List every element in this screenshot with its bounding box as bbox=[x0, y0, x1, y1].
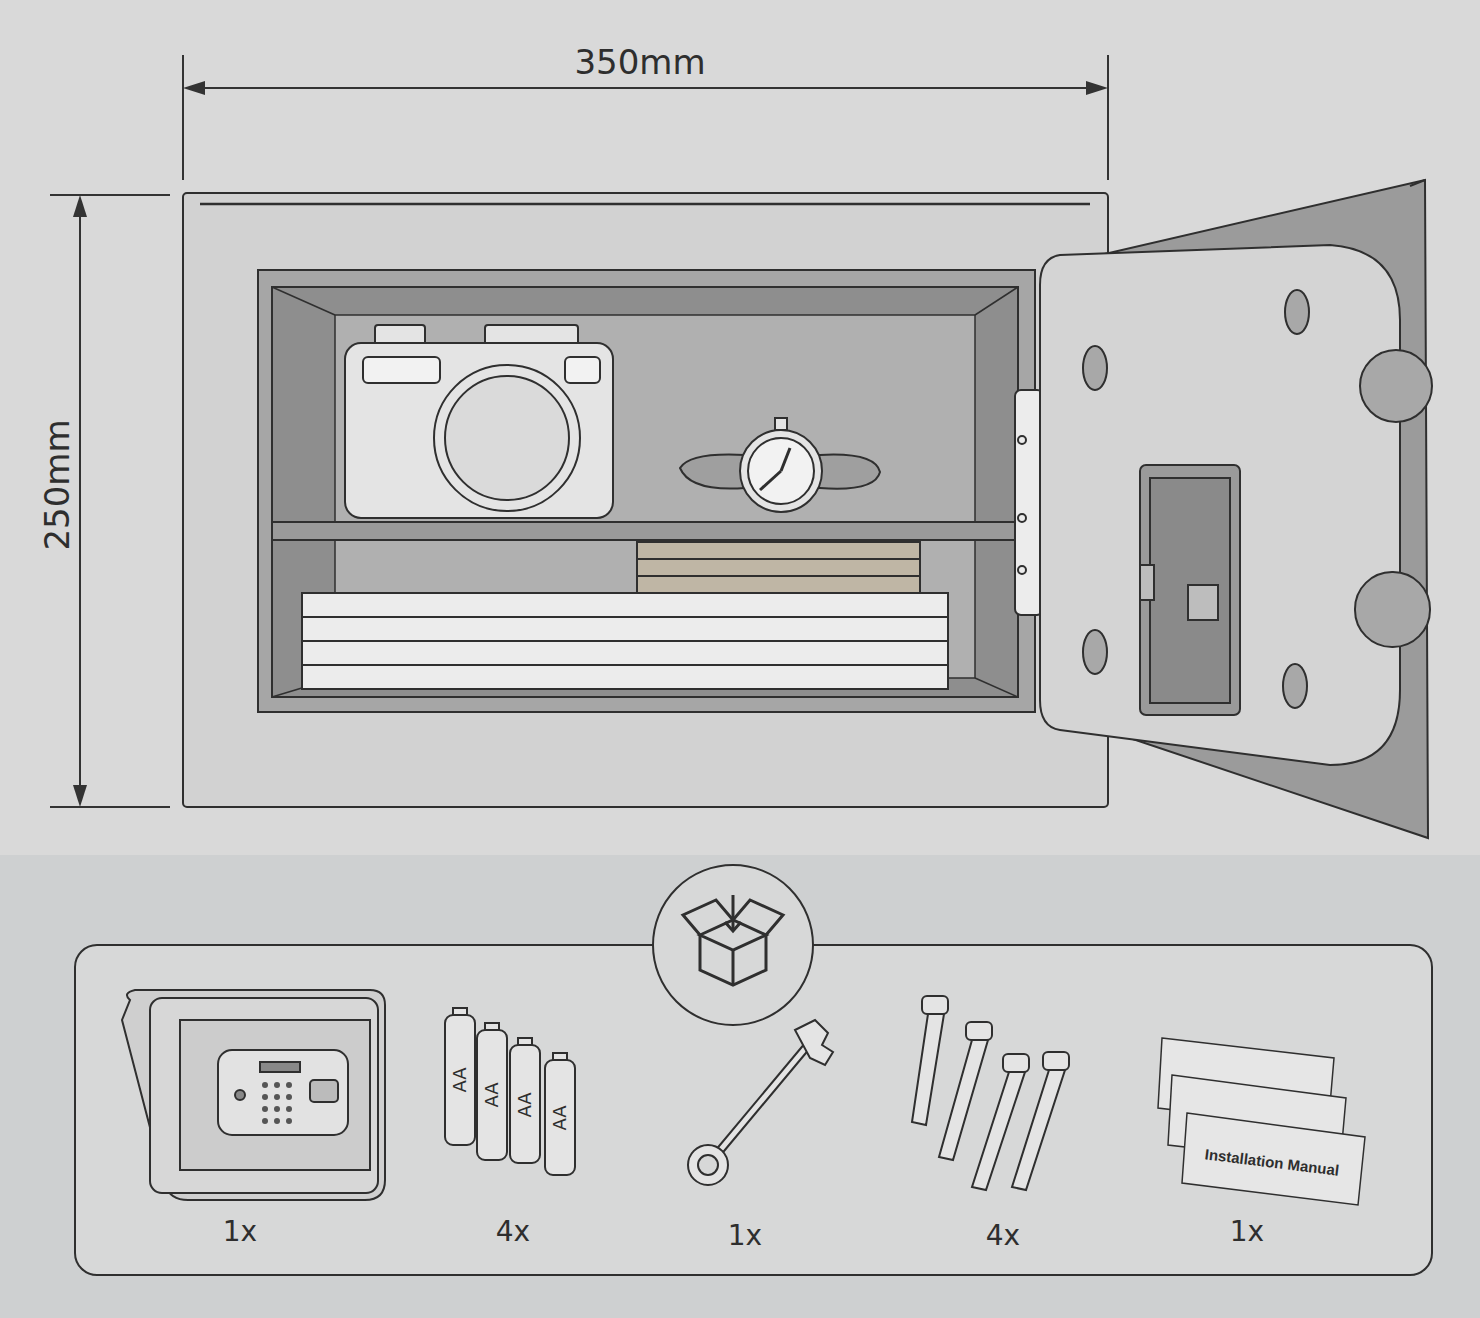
dimension-lines bbox=[50, 55, 1108, 807]
quantity-label: 4x bbox=[496, 1218, 530, 1246]
quantity-label: 4x bbox=[986, 1222, 1020, 1250]
width-dimension: 350mm bbox=[574, 45, 705, 79]
battery-label: AA bbox=[483, 1082, 501, 1107]
battery-label: AA bbox=[516, 1092, 534, 1117]
quantity-label: 1x bbox=[223, 1218, 257, 1246]
quantity-label: 1x bbox=[728, 1222, 762, 1250]
battery-label: AA bbox=[451, 1067, 469, 1092]
quantity-label: 1x bbox=[1230, 1218, 1264, 1246]
height-dimension: 250mm bbox=[40, 419, 74, 550]
safe-body bbox=[183, 193, 1108, 807]
battery-label: AA bbox=[551, 1105, 569, 1130]
contents-panel bbox=[75, 865, 1432, 1275]
safe-door bbox=[1015, 180, 1432, 838]
